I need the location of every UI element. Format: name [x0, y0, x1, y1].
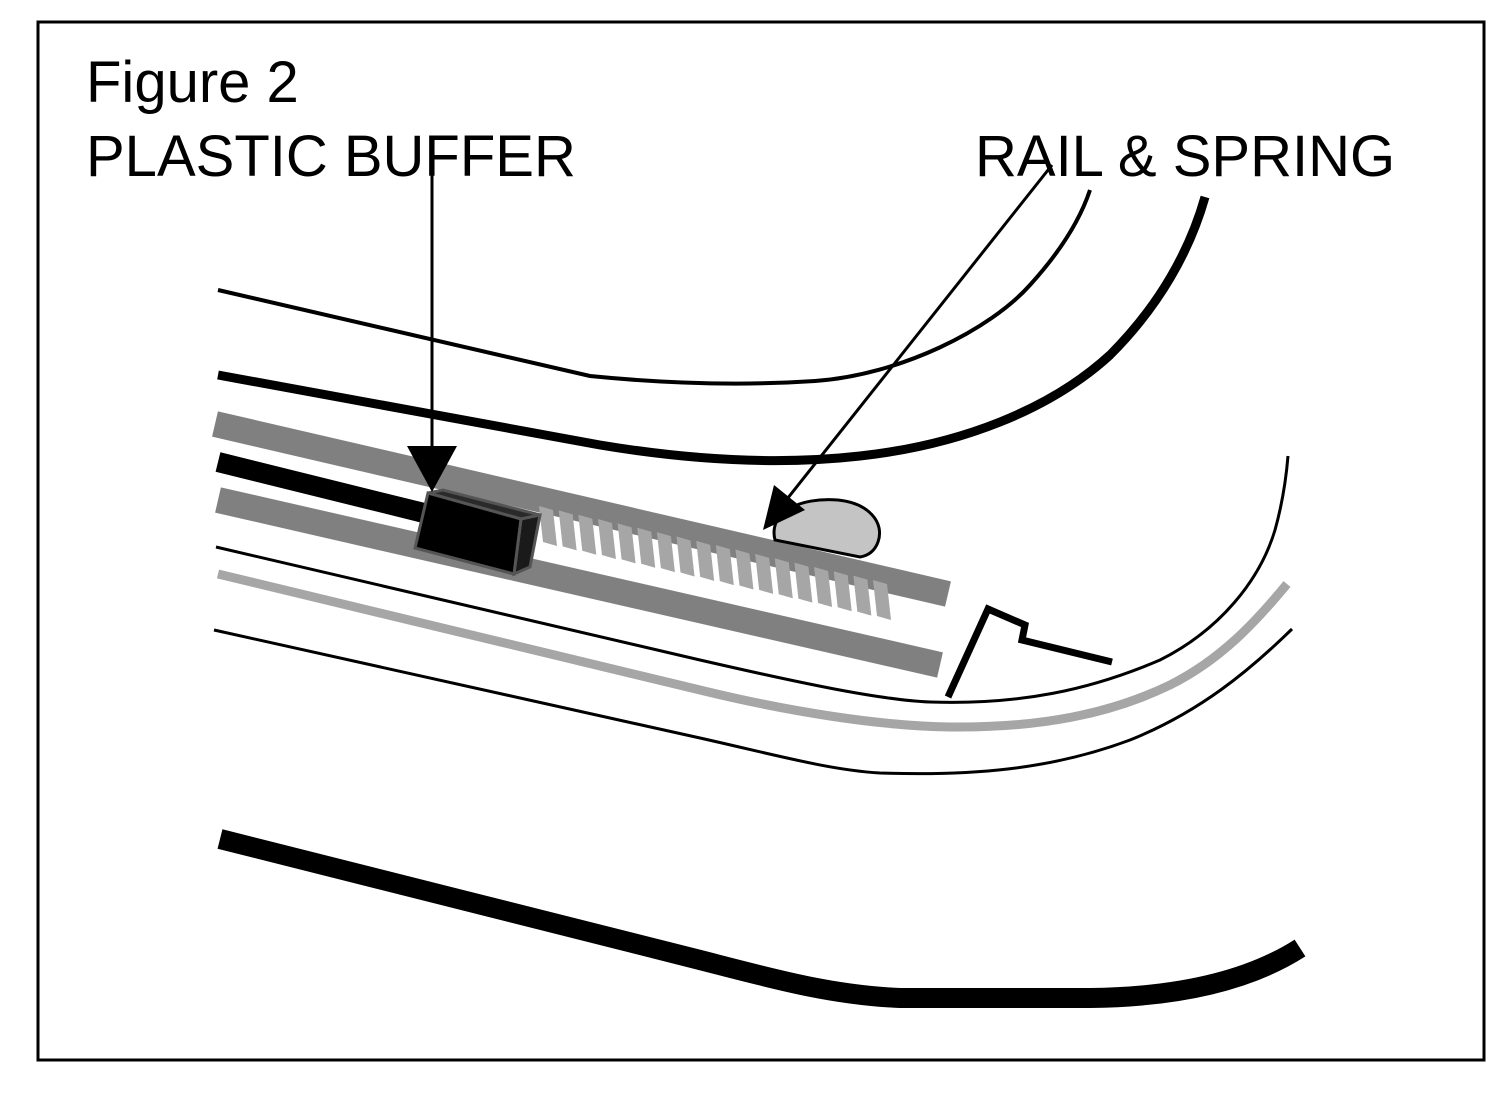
spring-coil — [696, 540, 715, 581]
plastic-buffer-block — [413, 488, 542, 577]
spring-coil — [873, 580, 891, 620]
upper-thick-outline — [217, 195, 1210, 465]
spring-coil — [715, 545, 734, 586]
plastic-buffer-arrowhead — [407, 446, 457, 492]
spring-coil — [755, 553, 774, 594]
spring-coil — [539, 506, 557, 546]
spring-coil — [794, 562, 813, 603]
spring-coil — [656, 532, 675, 573]
spring-coil — [637, 527, 656, 568]
gray-guide-line — [216, 569, 1291, 732]
latch-bracket — [944, 604, 1113, 699]
rail-spring-label: RAIL & SPRING — [975, 124, 1395, 189]
spring-coil — [617, 523, 636, 564]
spring-coil — [833, 571, 852, 612]
upper-thin-outline — [217, 189, 1092, 386]
spring-coil — [853, 575, 872, 616]
spring-coil — [676, 536, 695, 577]
rail-spring-arrow — [770, 164, 1054, 519]
lower-thin-line-1 — [215, 455, 1290, 704]
rail-lower-band — [215, 487, 943, 678]
plastic-buffer-label: PLASTIC BUFFER — [86, 124, 576, 189]
rail-spring-arrowhead — [763, 485, 805, 530]
spring-coils — [539, 506, 891, 620]
spring-coil — [735, 549, 754, 590]
figure-frame — [36, 20, 1486, 1062]
rail-upper-band — [212, 411, 951, 607]
lower-thin-line-2 — [213, 627, 1294, 776]
spring-coil — [774, 558, 793, 599]
spring-coil — [814, 566, 833, 607]
bottom-thick-outline — [217, 829, 1306, 1008]
spring-coil — [578, 514, 597, 555]
figure-number-label: Figure 2 — [86, 50, 299, 115]
spring-coil — [558, 510, 577, 551]
black-cable — [215, 452, 435, 525]
spring-coil — [597, 519, 616, 560]
